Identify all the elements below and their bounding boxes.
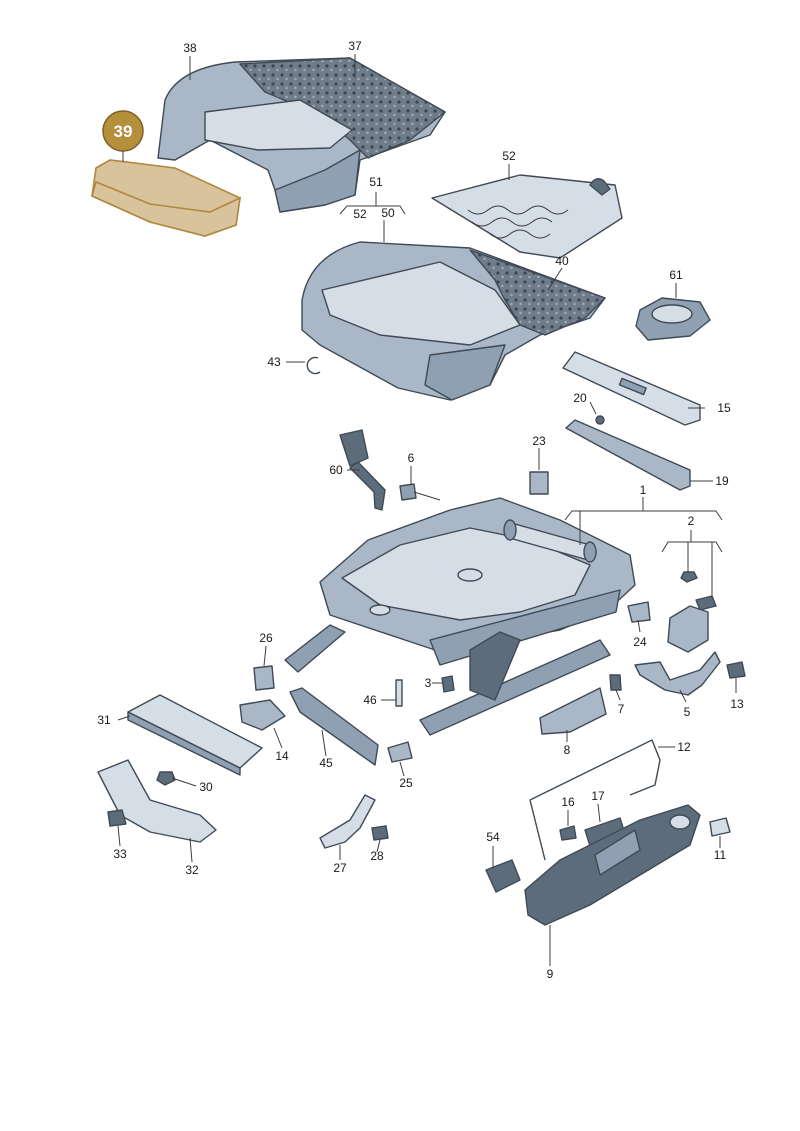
mounting-plate-31[interactable] (127, 694, 263, 776)
label-54: 54 (486, 830, 500, 844)
cover-14[interactable] (239, 699, 286, 731)
side-trim-9[interactable] (524, 804, 701, 926)
hinge-bracket-24[interactable] (627, 601, 651, 623)
label-46: 46 (363, 693, 377, 707)
label-43: 43 (267, 355, 281, 369)
clip-33[interactable] (107, 809, 127, 827)
label-1: 1 (640, 483, 647, 497)
label-23: 23 (532, 434, 546, 448)
leader-lines (117, 54, 737, 966)
pin-46[interactable] (395, 679, 403, 707)
label-3: 3 (425, 676, 432, 690)
hinge-plate[interactable] (667, 605, 709, 653)
label-8: 8 (564, 743, 571, 757)
bracket-45[interactable] (289, 687, 379, 766)
tube-12[interactable] (529, 739, 661, 861)
label-13: 13 (730, 697, 744, 711)
label-9: 9 (547, 967, 554, 981)
label-52-sub: 52 (353, 207, 367, 221)
trim-strip-32[interactable] (97, 759, 217, 843)
clip-part[interactable] (306, 356, 321, 375)
screw-3[interactable] (441, 675, 455, 693)
motor-54[interactable] (485, 859, 521, 893)
rail-cover[interactable] (565, 419, 691, 491)
highlight-badge[interactable]: 39 (102, 110, 144, 162)
label-12: 12 (677, 740, 691, 754)
foam-insert-highlighted[interactable] (91, 159, 242, 237)
label-38: 38 (183, 41, 197, 55)
cover-8[interactable] (539, 687, 607, 735)
trim-panel[interactable] (562, 351, 701, 426)
screw-28[interactable] (371, 825, 389, 841)
bolt-6[interactable] (399, 483, 441, 501)
label-40: 40 (555, 254, 569, 268)
label-28: 28 (370, 849, 384, 863)
label-15: 15 (717, 401, 731, 415)
screw-16[interactable] (559, 825, 577, 841)
label-14: 14 (275, 749, 289, 763)
hinge-screw[interactable] (695, 595, 717, 611)
belt-buckle[interactable] (339, 429, 386, 511)
label-6: 6 (408, 451, 415, 465)
label-5: 5 (684, 705, 691, 719)
label-52-top: 52 (502, 149, 516, 163)
bracket-26[interactable] (253, 665, 275, 691)
seat-heating-mat[interactable] (431, 174, 623, 259)
part-labels: 38 37 52 51 52 50 40 61 43 15 20 19 23 6… (97, 39, 744, 981)
label-45: 45 (319, 756, 333, 770)
bracket-25[interactable] (387, 741, 413, 763)
screw-13[interactable] (726, 661, 746, 679)
bracket-23[interactable] (529, 471, 549, 495)
screw-20[interactable] (595, 415, 605, 425)
label-30: 30 (199, 780, 213, 794)
clip-11[interactable] (709, 817, 731, 837)
label-37: 37 (348, 39, 362, 53)
label-16: 16 (561, 795, 575, 809)
label-26: 26 (259, 631, 273, 645)
seat-cushion-cover[interactable] (301, 241, 606, 401)
label-61: 61 (669, 268, 683, 282)
label-24: 24 (633, 635, 647, 649)
label-50: 50 (381, 206, 395, 220)
label-11: 11 (714, 848, 727, 862)
label-19: 19 (715, 474, 729, 488)
seat-frame[interactable] (284, 497, 636, 736)
bracket-5[interactable] (634, 651, 721, 696)
label-31: 31 (97, 713, 111, 727)
label-33: 33 (113, 847, 127, 861)
lever-27[interactable] (319, 794, 376, 849)
label-20: 20 (573, 391, 587, 405)
highlight-badge-label: 39 (114, 122, 133, 141)
hinge-nut[interactable] (680, 571, 698, 583)
label-27: 27 (333, 861, 347, 875)
label-51: 51 (369, 175, 383, 189)
lumbar-adjuster[interactable] (635, 297, 711, 341)
label-32: 32 (185, 863, 199, 877)
label-7: 7 (618, 702, 625, 716)
label-2: 2 (688, 514, 695, 528)
label-60: 60 (329, 463, 343, 477)
label-25: 25 (399, 776, 413, 790)
clip-7[interactable] (609, 674, 622, 691)
seat-foam-upper-part[interactable] (157, 57, 446, 213)
nut-30[interactable] (156, 771, 176, 786)
label-17: 17 (591, 789, 605, 803)
